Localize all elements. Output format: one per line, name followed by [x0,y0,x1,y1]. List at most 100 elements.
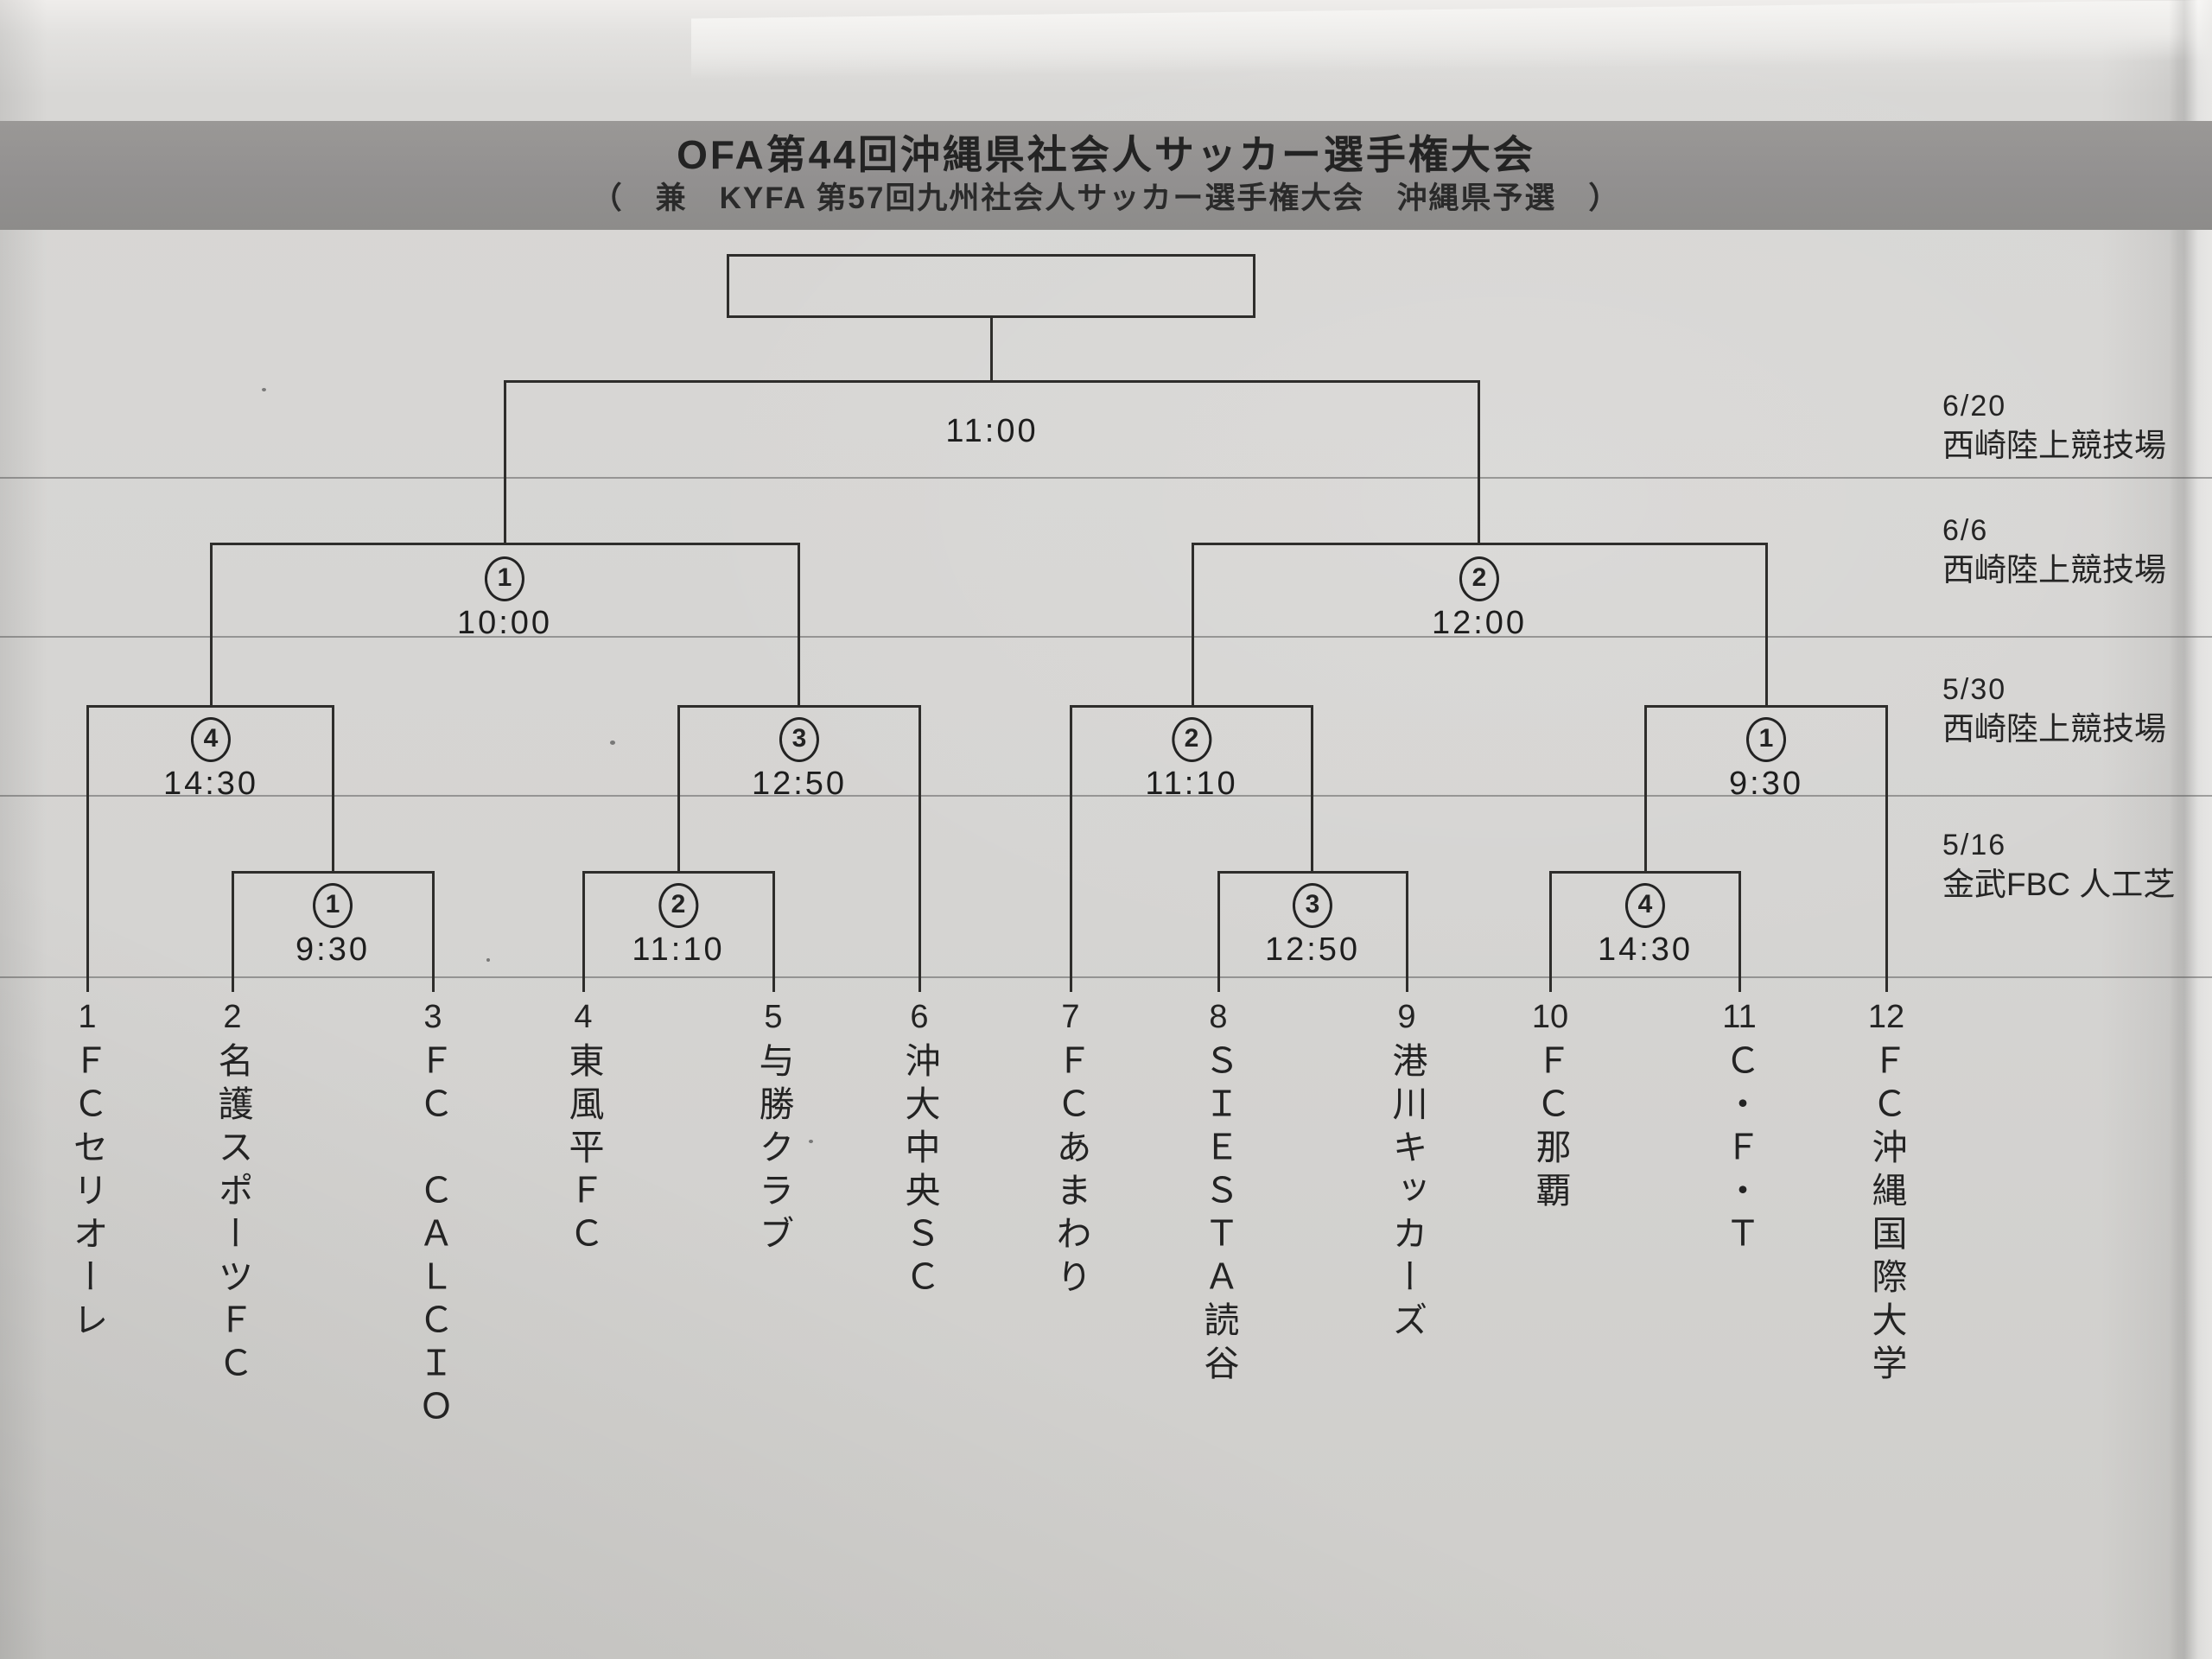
team-seed-4: 4 [574,999,593,1035]
page-subtitle: （ 兼 KYFA 第57回九州社会人サッカー選手権大会 沖縄県予選 ） [591,181,1621,215]
team-stem-9 [1406,871,1408,992]
team-stem-8 [1217,871,1220,992]
match-number-circle: 3 [1293,883,1332,928]
paper-speck [809,1140,813,1143]
bracket-line [798,543,800,708]
match-label-qf-4: 4 14:30 [163,717,258,803]
schedule-venue: 西崎陸上競技場 [1942,428,2166,463]
paper-speck [610,741,615,745]
team-seed-3: 3 [423,999,442,1035]
match-number-circle: 1 [1746,717,1786,762]
bracket-line [677,705,680,874]
paper-speck [262,388,266,391]
team-seed-2: 2 [223,999,242,1035]
team-seed-8: 8 [1209,999,1228,1035]
bracket-line-final [504,380,1480,383]
schedule-row-quarterfinal: 5/30 西崎陸上競技場 [1942,671,2166,750]
schedule-date: 5/30 [1942,673,2007,706]
team-stem-7 [1070,705,1072,992]
schedule-venue: 金武FBC 人工芝 [1942,867,2176,902]
bracket-line [1478,380,1480,545]
schedule-row-semifinal: 6/6 西崎陸上競技場 [1942,512,2166,591]
bracket-line [1192,543,1194,708]
match-label-fr-1: 1 9:30 [296,883,370,969]
bracket-line-qf2 [1070,705,1313,708]
match-label-semifinal-2: 2 12:00 [1432,556,1527,642]
match-time: 14:30 [162,766,259,802]
bracket-line [210,543,213,708]
team-stem-12 [1885,705,1888,992]
bracket-line-fr1 [232,871,435,874]
match-number-circle: 1 [485,556,524,601]
team-seed-10: 10 [1531,999,1569,1035]
round-separator-1 [0,477,2212,479]
team-stem-5 [772,871,775,992]
bracket-line [1644,705,1647,874]
match-time: 11:10 [632,931,725,968]
bracket-line [1765,543,1768,708]
team-name-2: 名護スポーツＦＣ [213,1042,252,1388]
match-label-semifinal-1: 1 10:00 [457,556,552,642]
match-label-qf-2: 2 11:10 [1145,717,1237,803]
match-time: 9:30 [296,931,370,968]
match-number-circle: 1 [313,883,353,928]
match-number-circle: 3 [779,717,819,762]
team-name-8: ＳＩＥＳＴＡ読谷 [1198,1042,1238,1388]
match-time: 12:50 [751,766,848,802]
round-separator-3 [0,795,2212,797]
round-separator-2 [0,636,2212,638]
match-time: 9:30 [1729,766,1803,802]
match-time: 12:00 [1431,605,1528,641]
title-band: OFA第44回沖縄県社会人サッカー選手権大会 （ 兼 KYFA 第57回九州社会… [0,121,2212,230]
match-number-circle: 2 [1459,556,1499,601]
team-name-1: ＦＣセリオーレ [67,1042,107,1344]
bracket-line [990,318,993,380]
match-label-fr-4: 4 14:30 [1598,883,1693,969]
match-label-fr-3: 3 12:50 [1265,883,1360,969]
match-label-fr-2: 2 11:10 [632,883,724,969]
bracket-line-fr4 [1549,871,1741,874]
team-stem-3 [432,871,435,992]
bracket-line-qf4 [86,705,334,708]
team-seed-7: 7 [1061,999,1080,1035]
team-stem-2 [232,871,234,992]
schedule-date: 6/6 [1942,514,1989,547]
team-name-4: 東風平ＦＣ [563,1042,603,1258]
team-stem-6 [918,705,921,992]
schedule-row-final: 6/20 西崎陸上競技場 [1942,387,2166,467]
match-label-qf-3: 3 12:50 [752,717,847,803]
bracket-line-qf3 [677,705,921,708]
team-name-11: Ｃ・Ｆ・Ｔ [1719,1042,1759,1258]
schedule-date: 5/16 [1942,829,2007,861]
team-stem-4 [582,871,585,992]
schedule-date: 6/20 [1942,390,2007,423]
schedule-venue: 西崎陸上競技場 [1942,552,2166,588]
team-name-3: ＦＣ ＣＡＬＣＩＯ [413,1042,453,1431]
champion-box [727,254,1255,318]
bracket-line-semifinal-right [1192,543,1768,545]
team-stem-10 [1549,871,1552,992]
match-number-circle: 2 [658,883,698,928]
bracket-line-fr3 [1217,871,1408,874]
bracket-line [1311,705,1313,874]
match-time: 11:10 [1145,766,1238,802]
team-name-7: ＦＣあまわり [1051,1042,1090,1301]
schedule-venue: 西崎陸上競技場 [1942,711,2166,747]
team-seed-11: 11 [1722,999,1757,1035]
match-number-circle: 4 [1625,883,1665,928]
match-time: 10:00 [456,605,553,641]
team-name-5: 与勝クラブ [753,1042,793,1258]
team-name-10: ＦＣ那覇 [1530,1042,1570,1215]
paper-speck [486,958,490,962]
bracket-line [332,705,334,874]
page-title: OFA第44回沖縄県社会人サッカー選手権大会 [677,132,1535,177]
team-seed-1: 1 [78,999,97,1035]
bracket-line-qf1 [1644,705,1888,708]
match-time: 14:30 [1597,931,1694,968]
team-seed-5: 5 [764,999,783,1035]
round-separator-4 [0,976,2212,978]
match-label-qf-1: 1 9:30 [1729,717,1803,803]
team-name-12: ＦＣ沖縄国際大学 [1866,1042,1906,1388]
team-stem-11 [1738,871,1741,992]
